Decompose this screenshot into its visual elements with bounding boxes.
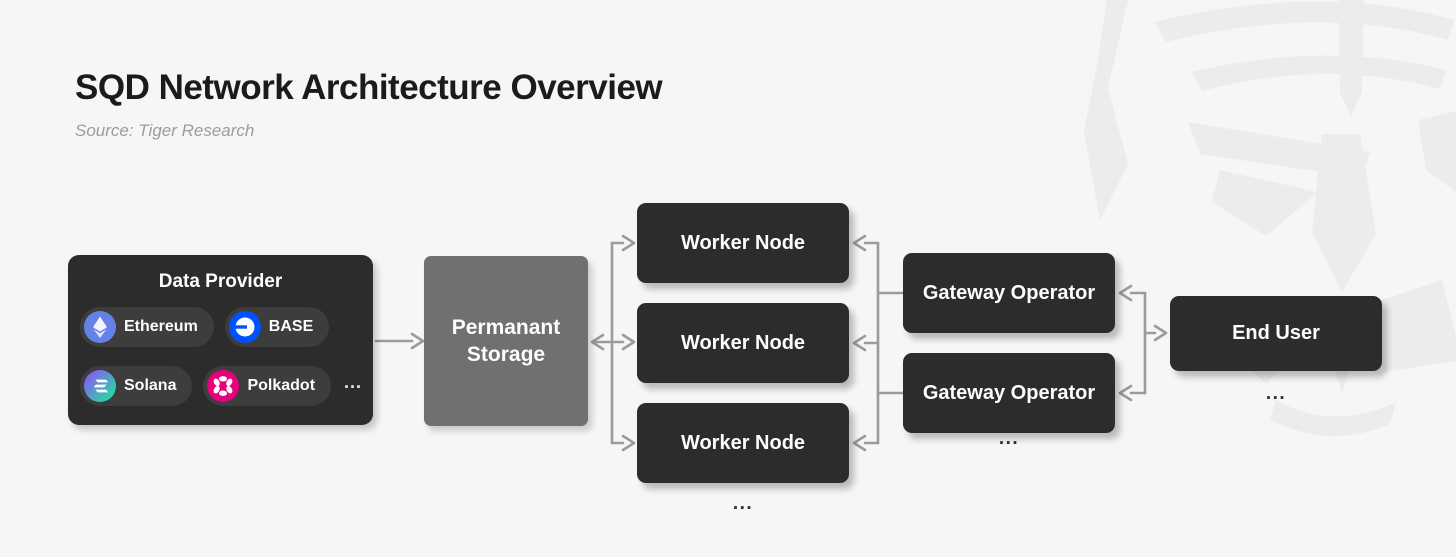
tiger-watermark bbox=[1084, 0, 1456, 437]
end-user-node: End User bbox=[1170, 296, 1382, 371]
gateway-operator-label: Gateway Operator bbox=[922, 281, 1096, 304]
worker-node-label: Worker Node bbox=[680, 231, 806, 254]
edge-enduser-gateways bbox=[1118, 284, 1168, 402]
chain-label: BASE bbox=[268, 318, 314, 335]
gateway-operator-label: Gateway Operator bbox=[922, 381, 1096, 404]
edge-storage-workers bbox=[590, 234, 636, 452]
storage-label-line1: Permanant bbox=[451, 315, 561, 339]
ethereum-icon bbox=[84, 311, 116, 343]
solana-icon bbox=[84, 370, 116, 402]
worker-node-1: Worker Node bbox=[637, 203, 849, 283]
chain-pill-solana: Solana bbox=[80, 366, 193, 406]
polkadot-icon bbox=[207, 370, 240, 402]
edge-gateways-workers bbox=[852, 234, 905, 452]
worker-node-label: Worker Node bbox=[680, 331, 806, 354]
more-gateways-ellipsis: ... bbox=[998, 428, 1020, 449]
chain-label: Polkadot bbox=[247, 377, 316, 394]
more-workers-ellipsis: ... bbox=[732, 493, 754, 514]
worker-node-3: Worker Node bbox=[637, 403, 849, 483]
gateway-operator-2: Gateway Operator bbox=[903, 353, 1115, 433]
chain-label: Solana bbox=[124, 377, 177, 394]
chain-pill-base: BASE bbox=[224, 307, 330, 347]
more-endusers-ellipsis: ... bbox=[1265, 383, 1287, 404]
gateway-operator-1: Gateway Operator bbox=[903, 253, 1115, 333]
edge-provider-storage bbox=[374, 332, 425, 350]
source-caption: Source: Tiger Research bbox=[75, 121, 255, 140]
page-title: SQD Network Architecture Overview bbox=[75, 68, 663, 107]
chain-pill-row-1: Ethereum BASE bbox=[80, 307, 373, 347]
permanent-storage-node: Permanant Storage bbox=[424, 256, 588, 426]
more-chains-ellipsis: ... bbox=[344, 371, 363, 392]
chain-pill-row-2: Solana Polkadot ... bbox=[80, 366, 373, 406]
chain-pill-polkadot: Polkadot bbox=[203, 366, 332, 406]
chain-pill-ethereum: Ethereum bbox=[80, 307, 214, 347]
chain-label: Ethereum bbox=[124, 318, 198, 335]
data-provider-node: Data Provider Ethereum BASE bbox=[68, 255, 373, 425]
worker-node-label: Worker Node bbox=[680, 431, 806, 454]
worker-node-2: Worker Node bbox=[637, 303, 849, 383]
data-provider-title: Data Provider bbox=[158, 271, 283, 292]
base-icon bbox=[228, 311, 261, 343]
storage-label-line2: Storage bbox=[466, 343, 546, 366]
end-user-label: End User bbox=[1232, 322, 1320, 344]
